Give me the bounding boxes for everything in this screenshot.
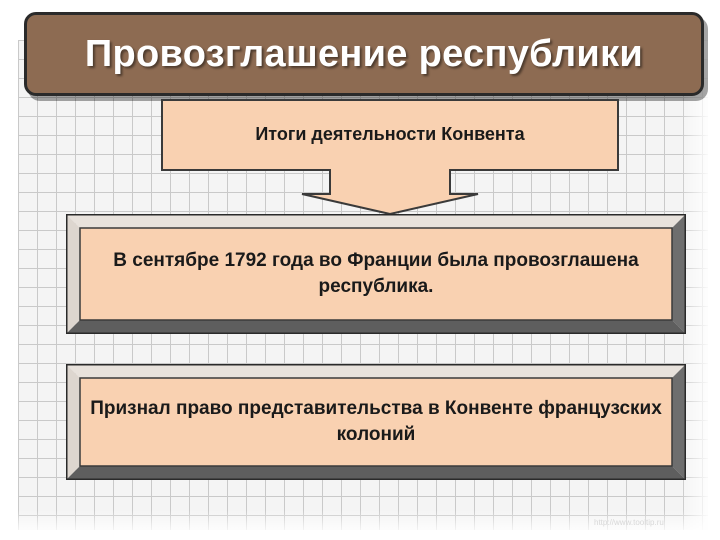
result-box-2: Признал право представительства в Конвен… xyxy=(66,364,686,480)
watermark: http://www.tooltip.ru xyxy=(594,518,664,527)
callout-shape: Итоги деятельности Конвента xyxy=(160,98,620,216)
callout-arrow-shape xyxy=(161,99,619,216)
callout-label: Итоги деятельности Конвента xyxy=(255,123,525,144)
result-text-1: В сентябре 1792 года во Франции была про… xyxy=(113,250,639,297)
page-title: Провозглашение республики xyxy=(84,32,644,75)
result-box-1: В сентябре 1792 года во Франции была про… xyxy=(66,214,686,334)
bevel-frame-2 xyxy=(66,364,686,480)
bottom-fade xyxy=(0,510,720,540)
title-banner: Провозглашение республики xyxy=(24,12,704,96)
bevel-frame-1 xyxy=(66,214,686,334)
result-text-2: Признал право представительства в Конвен… xyxy=(90,398,662,445)
